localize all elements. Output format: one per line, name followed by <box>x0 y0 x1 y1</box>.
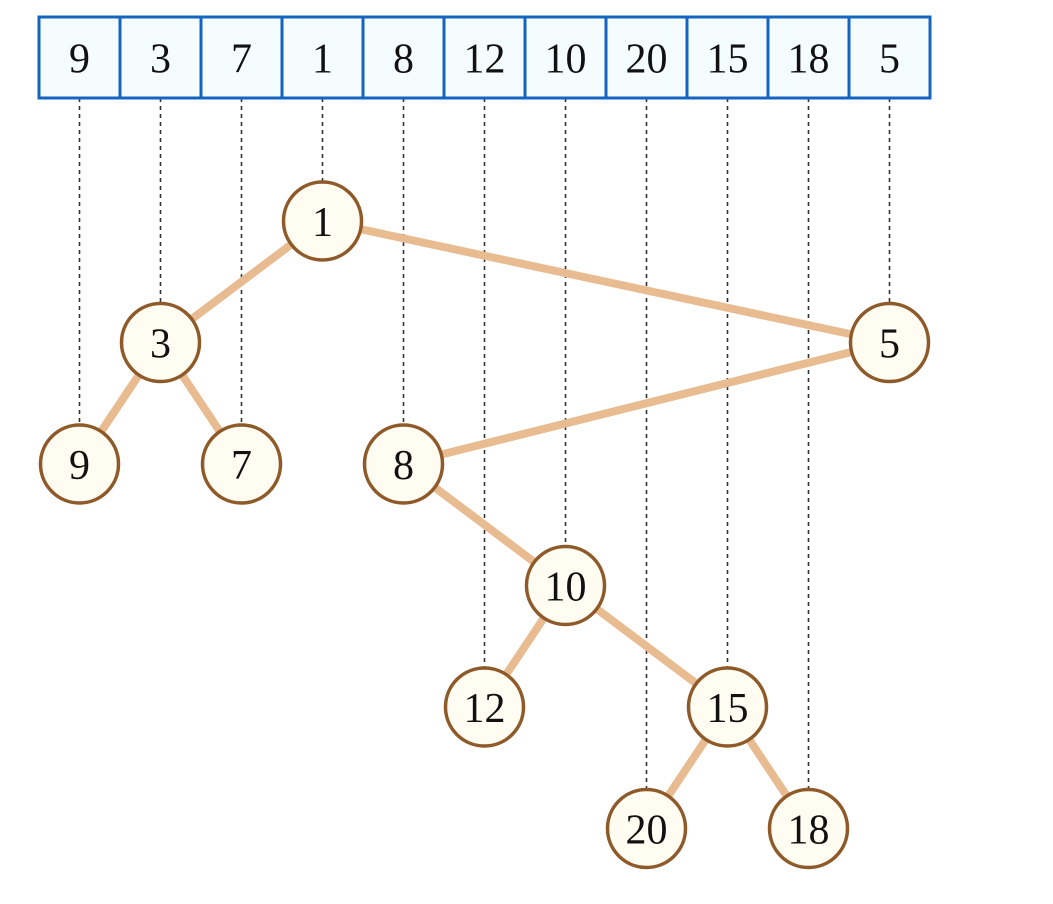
array-cell-box <box>118 15 203 100</box>
tree-node: 5 <box>848 301 931 384</box>
tree-node-circle <box>119 301 202 384</box>
array-cell-box <box>199 15 284 100</box>
tree-node-circle <box>443 666 526 748</box>
tree-node: 20 <box>605 787 688 870</box>
tree-node-circle <box>281 180 364 262</box>
array-cell-value: 20 <box>626 37 668 83</box>
tree-node: 18 <box>767 787 850 870</box>
array-cell-box <box>280 15 365 100</box>
tree-edge <box>399 338 894 468</box>
array-cell: 3 <box>118 15 203 100</box>
tree-node-circle <box>524 544 607 627</box>
array-cell: 20 <box>604 15 689 100</box>
array-cell-box <box>442 15 527 100</box>
tree-node-circle <box>686 666 769 748</box>
array-cell-value: 12 <box>464 37 506 83</box>
tree-node-label: 3 <box>150 322 171 368</box>
tree-node-label: 5 <box>879 322 900 368</box>
tree-node: 10 <box>524 544 607 627</box>
array-cell-value: 9 <box>69 37 90 83</box>
tree-nodes: 1 3 5 9 7 8 10 12 15 20 18 <box>38 180 931 870</box>
array-cell-value: 10 <box>545 37 587 83</box>
array-cell-box <box>361 15 446 100</box>
array-cell-box <box>685 15 770 100</box>
array-cell: 1 <box>280 15 365 100</box>
tree-node: 15 <box>686 666 769 748</box>
tree-node: 3 <box>119 301 202 384</box>
tree-node-label: 15 <box>707 686 749 732</box>
tree-node-circle <box>767 787 850 870</box>
array-cell: 10 <box>523 15 608 100</box>
tree-node-label: 10 <box>545 565 587 611</box>
tree-node-label: 8 <box>393 443 414 489</box>
array-cell-value: 18 <box>788 37 830 83</box>
array-cell-value: 1 <box>312 37 333 83</box>
tree-node-label: 7 <box>231 443 252 489</box>
array-cell: 12 <box>442 15 527 100</box>
tree-node-label: 18 <box>788 808 830 854</box>
array-cell-box <box>847 15 932 100</box>
tree-node-circle <box>605 787 688 870</box>
tree-edge <box>318 217 894 347</box>
tree-node: 9 <box>38 423 121 505</box>
array-cell-value: 15 <box>707 37 749 83</box>
tree-node: 7 <box>200 423 283 505</box>
array-cell-value: 5 <box>879 37 900 83</box>
tree-node-label: 1 <box>312 200 333 246</box>
array-cell: 15 <box>685 15 770 100</box>
tree-node: 12 <box>443 666 526 748</box>
tree-node-circle <box>200 423 283 505</box>
array-cell-value: 7 <box>231 37 252 83</box>
tree-node-label: 20 <box>626 808 668 854</box>
array-cell-value: 8 <box>393 37 414 83</box>
tree-node-circle <box>38 423 121 505</box>
tree-node: 8 <box>362 423 445 505</box>
tree-node-circle <box>362 423 445 505</box>
array-cell: 18 <box>766 15 851 100</box>
array-cell-box <box>37 15 122 100</box>
tree-node-label: 12 <box>464 686 506 732</box>
tree-node-label: 9 <box>69 443 90 489</box>
array-cell: 9 <box>37 15 122 100</box>
array-cell: 8 <box>361 15 446 100</box>
array-cell: 7 <box>199 15 284 100</box>
array-cell-value: 3 <box>150 37 171 83</box>
dashed-guide-lines <box>78 98 891 790</box>
tree-node-circle <box>848 301 931 384</box>
array-cell: 5 <box>847 15 932 100</box>
tree-node: 1 <box>281 180 364 262</box>
